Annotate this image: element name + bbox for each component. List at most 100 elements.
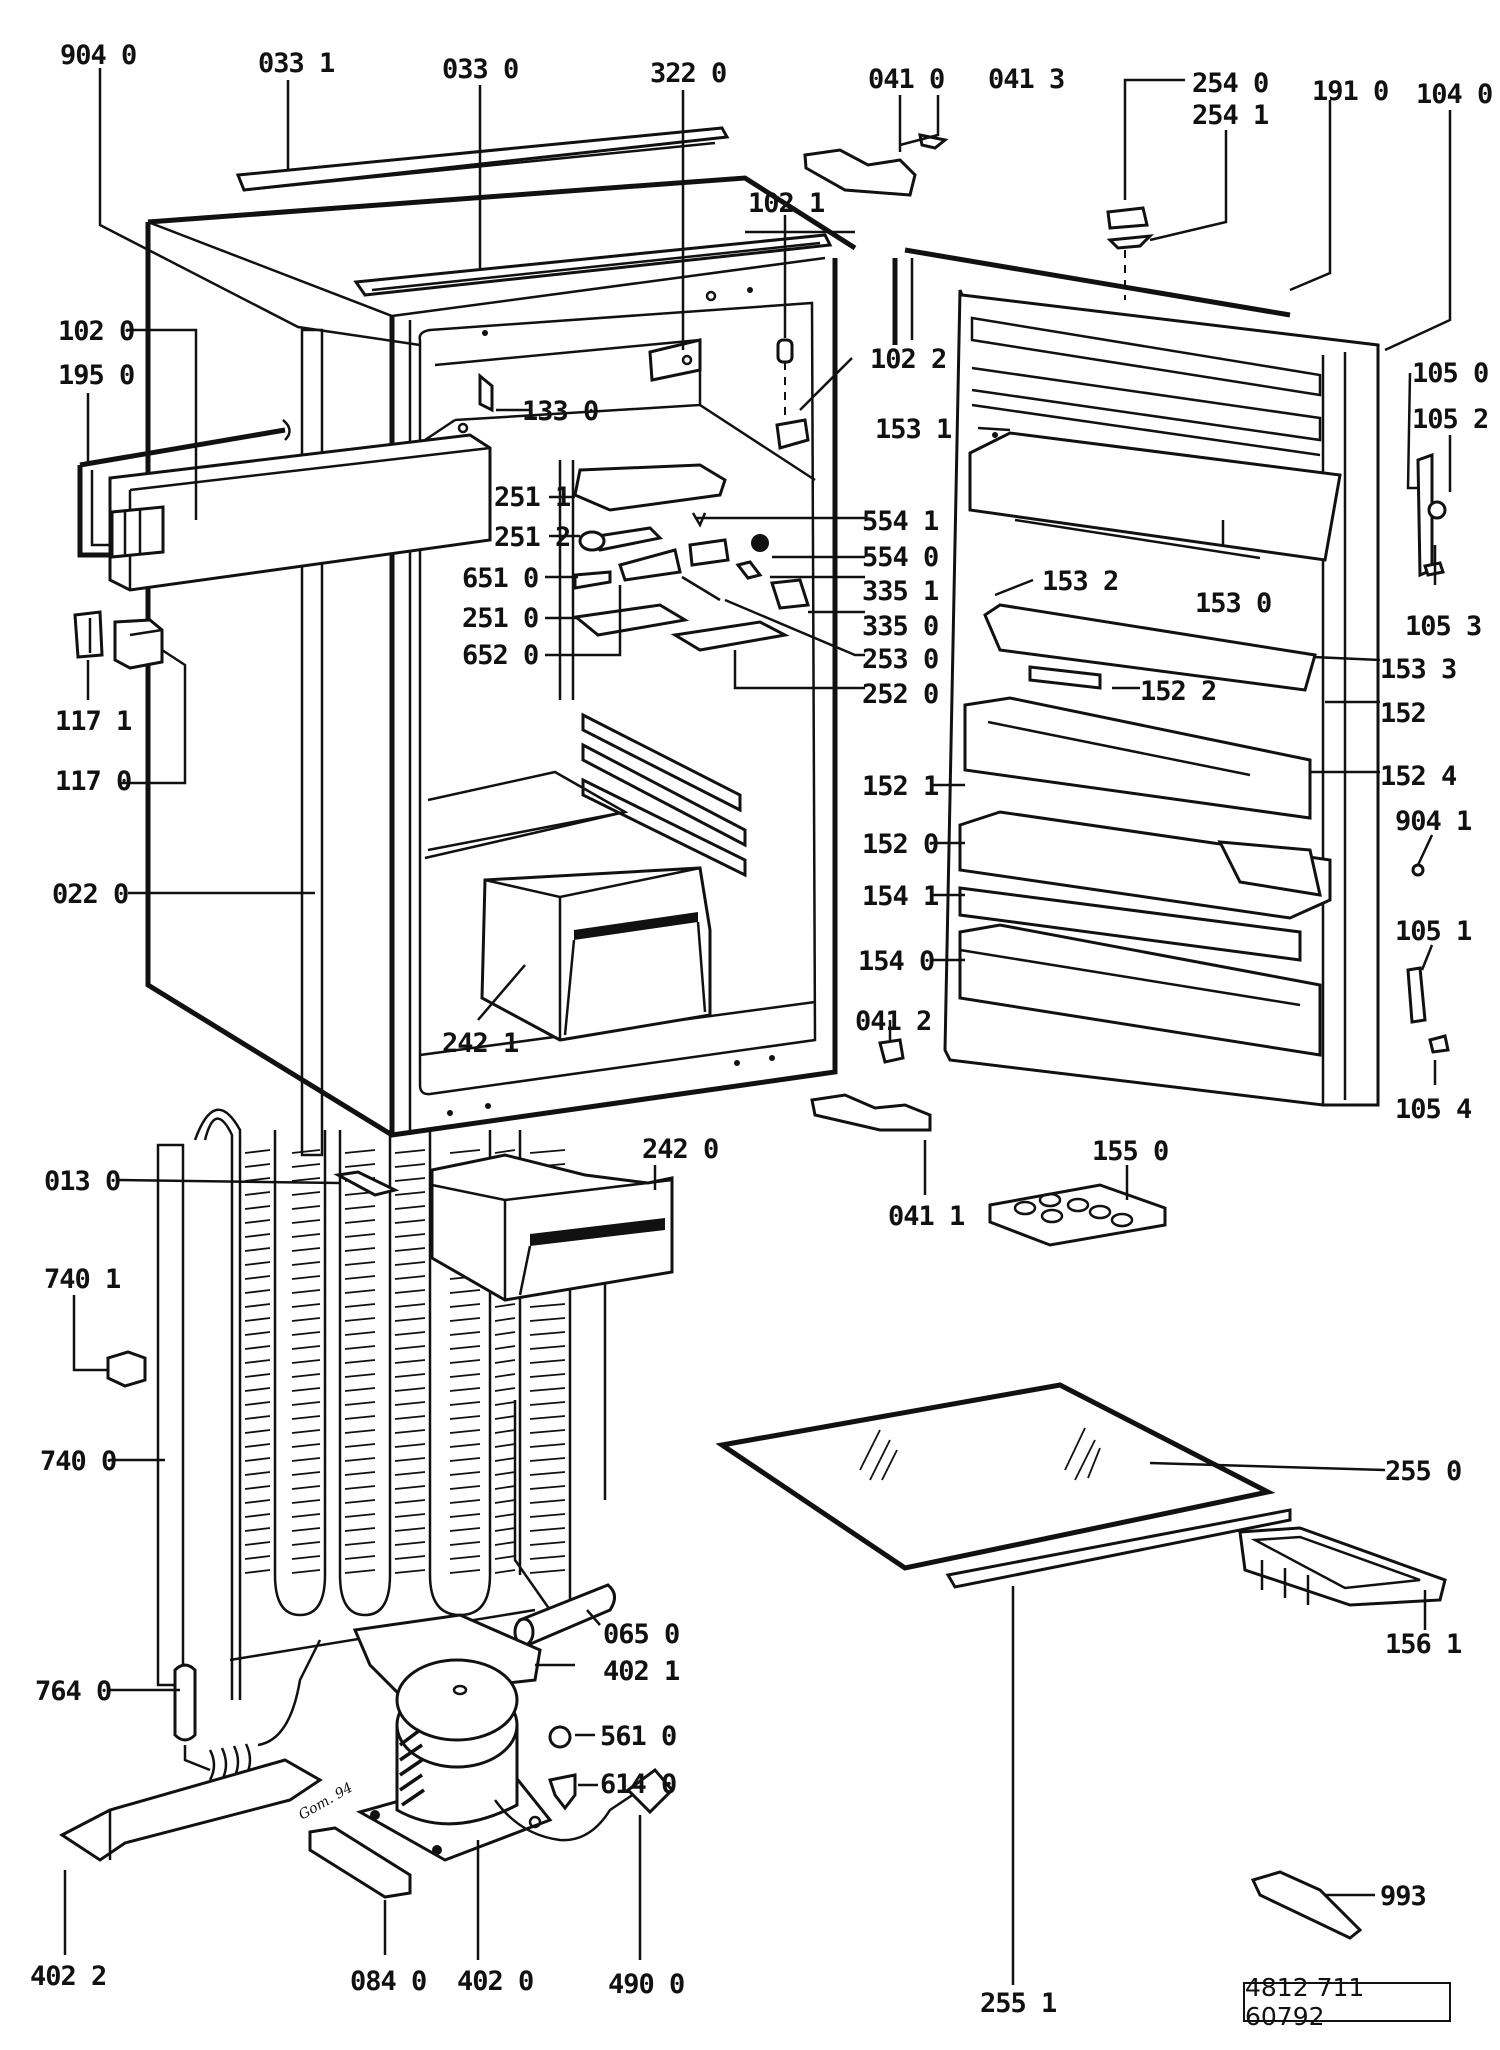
label-251-1: 251 1 <box>494 482 570 513</box>
door <box>892 247 1380 1107</box>
label-152-0: 152 0 <box>862 829 938 860</box>
label-102-1: 102 1 <box>748 188 824 219</box>
label-153-0: 153 0 <box>1195 588 1271 619</box>
label-117-0: 117 0 <box>55 766 131 797</box>
label-041-1: 041 1 <box>888 1201 964 1232</box>
label-153-3: 153 3 <box>1380 654 1456 685</box>
part-402-2-bracket <box>59 1758 323 1862</box>
label-105-1: 105 1 <box>1395 916 1471 947</box>
part-105-2-screw <box>1427 500 1447 520</box>
label-740-0: 740 0 <box>40 1446 116 1477</box>
label-255-0: 255 0 <box>1385 1456 1461 1487</box>
part-561-0-grommet <box>548 1725 572 1749</box>
label-191-0: 191 0 <box>1312 76 1388 107</box>
part-102-1-lamp <box>775 338 810 450</box>
label-105-2: 105 2 <box>1412 404 1488 435</box>
label-253-0: 253 0 <box>862 644 938 675</box>
part-labels: 904 0 033 1 033 0 322 0 041 0 041 3 254 … <box>30 40 1493 2019</box>
part-156-1-ice-tray <box>1238 1526 1447 1607</box>
label-252-0: 252 0 <box>862 679 938 710</box>
label-652-0: 652 0 <box>462 640 538 671</box>
label-033-0: 033 0 <box>442 54 518 85</box>
part-133-0-plate <box>478 372 494 413</box>
top-rail-0330 <box>353 230 855 297</box>
part-041-0-top-hinge <box>803 133 949 197</box>
label-022-0: 022 0 <box>52 879 128 910</box>
part-255-0-glass-shelf <box>715 1382 1276 1571</box>
label-033-1: 033 1 <box>258 48 334 79</box>
label-335-1: 335 1 <box>862 576 938 607</box>
label-105-0: 105 0 <box>1412 358 1488 389</box>
part-102-0-thermostat-housing <box>77 419 492 592</box>
part-402-0-compressor <box>356 1658 553 1862</box>
label-764-0: 764 0 <box>35 1676 111 1707</box>
part-904-1-screw <box>1411 863 1425 877</box>
top-rail-0331 <box>235 126 730 192</box>
label-242-1: 242 1 <box>442 1028 518 1059</box>
label-153-2: 153 2 <box>1042 566 1118 597</box>
label-041-2: 041 2 <box>855 1006 931 1037</box>
part-242-0-crisper <box>430 1153 674 1302</box>
label-154-1: 154 1 <box>862 881 938 912</box>
label-251-2: 251 2 <box>494 522 570 553</box>
label-117-1: 117 1 <box>55 706 131 737</box>
part-117-0 <box>113 618 164 670</box>
part-013-0-clip <box>333 1170 400 1197</box>
label-242-0: 242 0 <box>642 1134 718 1165</box>
label-255-1: 255 1 <box>980 1988 1056 2019</box>
label-614-0: 614 0 <box>600 1769 676 1800</box>
label-152-1: 152 1 <box>862 771 938 802</box>
part-490-0-power-cord <box>493 1767 675 1842</box>
label-740-1: 740 1 <box>44 1264 120 1295</box>
label-651-0: 651 0 <box>462 563 538 594</box>
part-993-scraper <box>1250 1870 1363 1940</box>
label-335-0: 335 0 <box>862 611 938 642</box>
part-764-0-drier <box>173 1639 322 1781</box>
label-041-0: 041 0 <box>868 64 944 95</box>
part-155-0-egg-tray <box>988 1183 1167 1247</box>
label-904-0: 904 0 <box>60 40 136 71</box>
label-105-3: 105 3 <box>1405 611 1481 642</box>
label-254-0: 254 0 <box>1192 68 1268 99</box>
label-133-0: 133 0 <box>522 396 598 427</box>
part-105-1-clip <box>1406 966 1427 1024</box>
label-195-0: 195 0 <box>58 360 134 391</box>
label-402-0: 402 0 <box>457 1966 533 1997</box>
label-153-1: 153 1 <box>875 414 951 445</box>
label-156-1: 156 1 <box>1385 1629 1461 1660</box>
label-490-0: 490 0 <box>608 1969 684 2000</box>
label-322-0: 322 0 <box>650 58 726 89</box>
part-117-1 <box>73 610 104 659</box>
part-614-0-relay <box>548 1773 577 1811</box>
label-254-1: 254 1 <box>1192 100 1268 131</box>
label-154-0: 154 0 <box>858 946 934 977</box>
part-254-handle-cap <box>1106 206 1155 300</box>
label-105-4: 105 4 <box>1395 1094 1472 1125</box>
label-251-0: 251 0 <box>462 603 538 634</box>
label-102-2: 102 2 <box>870 344 946 375</box>
part-740-1-clip <box>106 1350 147 1388</box>
label-065-0: 065 0 <box>603 1619 679 1650</box>
leader-lines <box>63 68 1452 1985</box>
part-322-0-bracket <box>648 338 702 382</box>
label-554-0: 554 0 <box>862 542 938 573</box>
label-402-1: 402 1 <box>603 1656 679 1687</box>
part-065-0-sleeve <box>513 1583 616 1648</box>
label-152-2: 152 2 <box>1140 676 1216 707</box>
label-102-0: 102 0 <box>58 316 134 347</box>
label-155-0: 155 0 <box>1092 1136 1168 1167</box>
part-242-1-crisper <box>480 866 712 1042</box>
label-554-1: 554 1 <box>862 506 938 537</box>
label-904-1: 904 1 <box>1395 806 1471 837</box>
label-041-3: 041 3 <box>988 64 1064 95</box>
label-993: 993 <box>1380 1881 1426 1912</box>
part-255-1-shelf-trim <box>945 1508 1292 1589</box>
label-402-2: 402 2 <box>30 1961 106 1992</box>
part-041-1-bottom-hinge <box>810 1038 932 1132</box>
part-084-0-holder <box>308 1826 412 1899</box>
label-561-0: 561 0 <box>600 1721 676 1752</box>
label-152-4: 152 4 <box>1380 761 1457 792</box>
label-084-0: 084 0 <box>350 1966 426 1997</box>
document-reference-number: 4812 711 60792 <box>1243 1973 1451 2031</box>
